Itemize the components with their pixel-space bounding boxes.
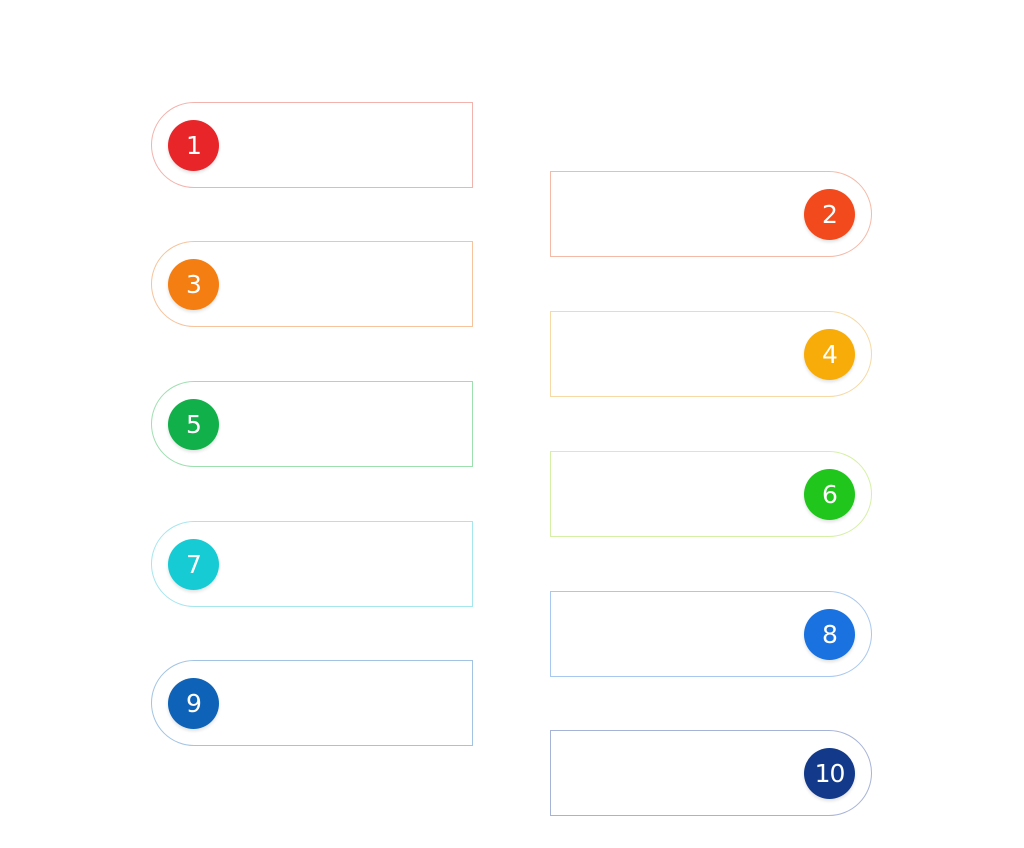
number-badge-2: 2 (804, 189, 855, 240)
item-card-4: 4 (550, 311, 872, 397)
item-card-3: 3 (151, 241, 473, 327)
item-card-8: 8 (550, 591, 872, 677)
number-badge-9: 9 (168, 678, 219, 729)
number-badge-3: 3 (168, 259, 219, 310)
number-badge-1: 1 (168, 120, 219, 171)
number-badge-7: 7 (168, 539, 219, 590)
item-card-6: 6 (550, 451, 872, 537)
item-card-9: 9 (151, 660, 473, 746)
item-card-1: 1 (151, 102, 473, 188)
number-badge-5: 5 (168, 399, 219, 450)
number-badge-6: 6 (804, 469, 855, 520)
number-badge-4: 4 (804, 329, 855, 380)
number-badge-10: 10 (804, 748, 855, 799)
item-card-5: 5 (151, 381, 473, 467)
number-badge-8: 8 (804, 609, 855, 660)
item-card-10: 10 (550, 730, 872, 816)
item-card-2: 2 (550, 171, 872, 257)
item-card-7: 7 (151, 521, 473, 607)
